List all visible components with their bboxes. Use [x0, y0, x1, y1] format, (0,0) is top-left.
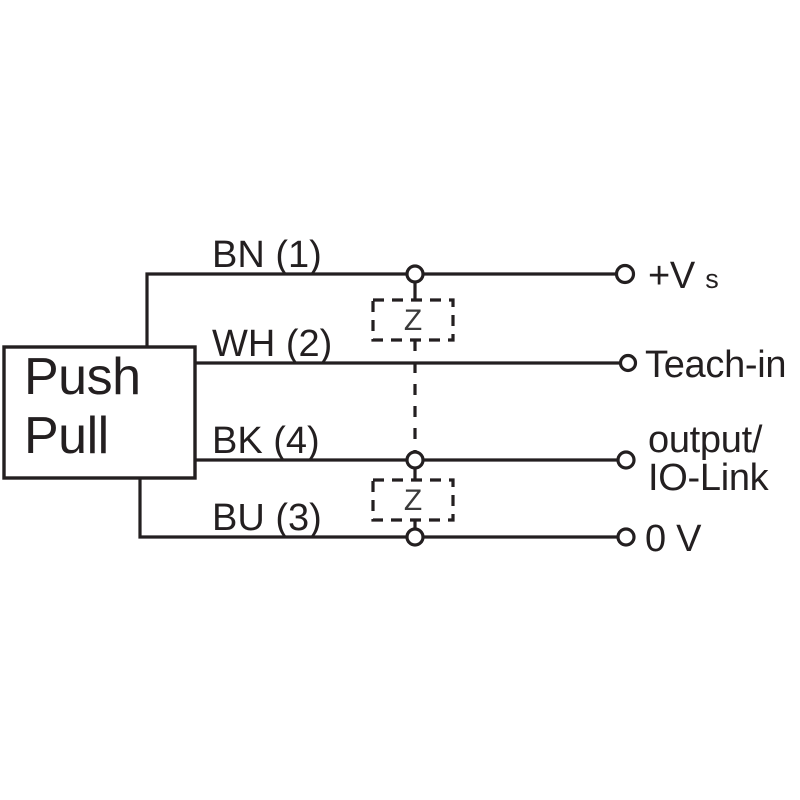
device-box [2, 345, 197, 480]
terminal-circle-teach-in[interactable] [618, 353, 638, 373]
z-upper-box [371, 298, 455, 342]
junction-node-bn [405, 264, 425, 284]
wire-label-bu: BU (3) [212, 497, 322, 539]
terminal-circle-vs[interactable] [614, 263, 636, 285]
terminal-label-iolink: IO-Link [648, 457, 770, 499]
device-label-line1: Push [24, 348, 141, 406]
terminal-label-teach-in: Teach-in [645, 344, 786, 386]
terminal-label-output: output/ [648, 419, 763, 461]
terminal-label-vs: +V s [648, 255, 718, 297]
wire-label-bn: BN (1) [212, 234, 322, 276]
wire-label-bk: BK (4) [212, 420, 320, 462]
terminal-label-0v: 0 V [645, 518, 702, 560]
z-lower-box [371, 478, 455, 522]
terminal-circle-0v[interactable] [616, 527, 636, 547]
z-upper-label: Z [404, 304, 422, 337]
terminal-label-vs-subscript: s [705, 264, 718, 294]
terminal-circle-output-iolink[interactable] [616, 450, 636, 470]
z-lower-label: Z [404, 484, 422, 517]
wire-bu-path [138, 478, 618, 539]
wire-label-wh: WH (2) [212, 323, 332, 365]
device-label-line2: Pull [24, 407, 109, 465]
junction-node-bk [405, 450, 425, 470]
terminal-label-vs-main: +V [648, 255, 696, 297]
junction-node-bu [405, 527, 425, 547]
